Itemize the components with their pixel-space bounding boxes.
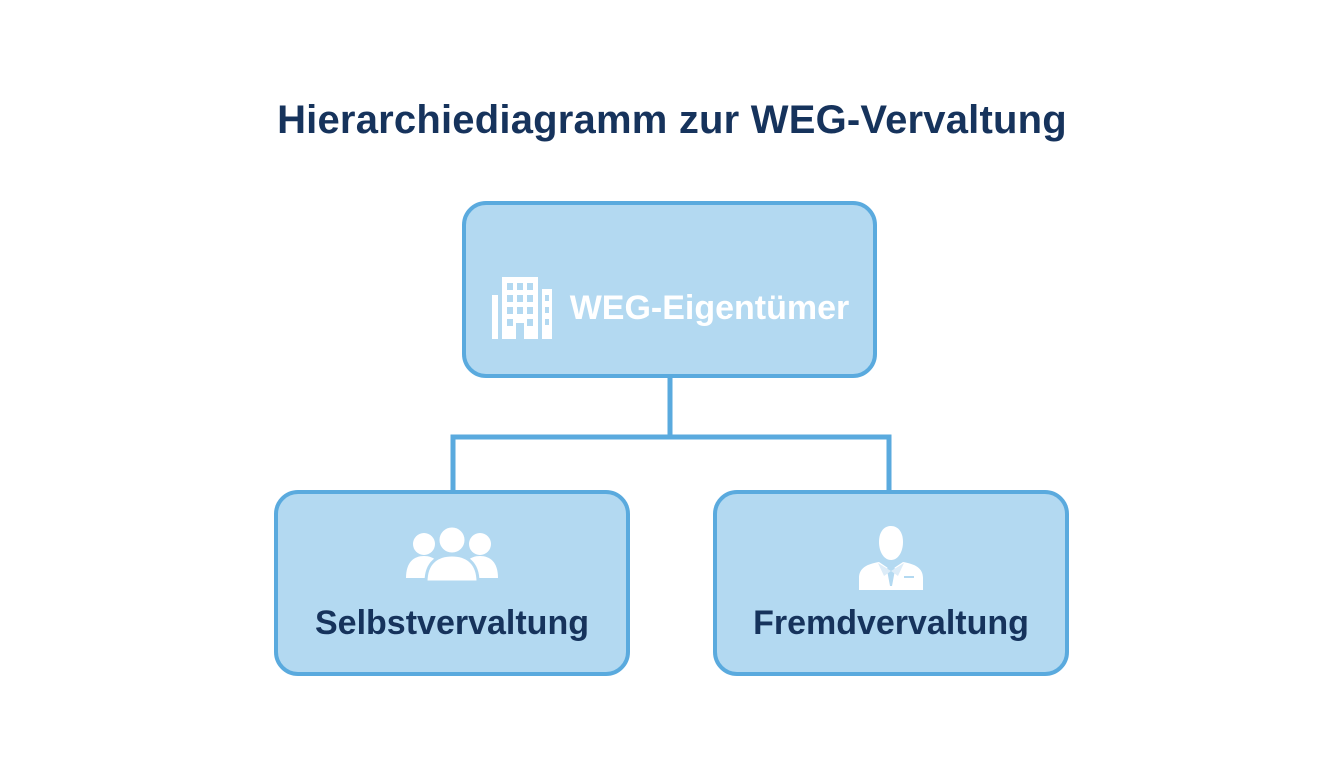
manager-icon	[859, 526, 923, 590]
child-label-selbstverwaltung: Selbstvervaltung	[315, 604, 589, 642]
root-node: WEG-Eigentümer	[462, 201, 877, 378]
page-title: Hierarchiediagramm zur WEG-Vervaltung	[277, 98, 1067, 142]
child-node-fremdverwaltung: Fremdvervaltung	[713, 490, 1069, 676]
root-label: WEG-Eigentümer	[569, 288, 850, 327]
connector-root-to-children	[450, 378, 892, 490]
child-label-fremdverwaltung: Fremdvervaltung	[753, 604, 1029, 642]
child-node-selbstverwaltung: Selbstvervaltung	[274, 490, 630, 676]
building-icon	[491, 277, 552, 339]
group-icon	[406, 524, 498, 584]
